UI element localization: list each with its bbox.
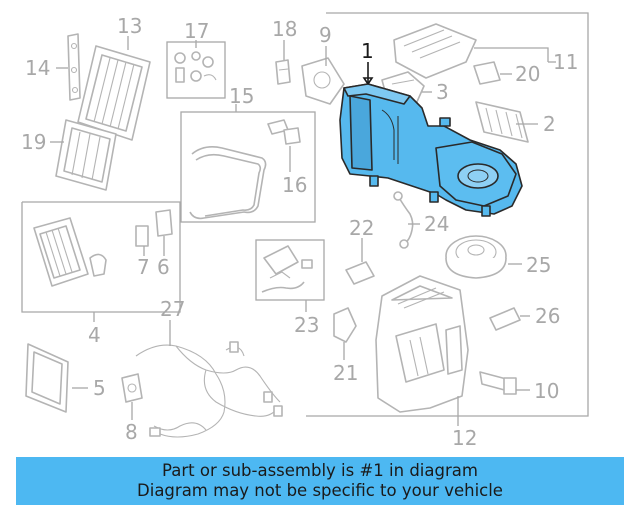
blower-motor-part-25 — [445, 235, 507, 279]
callout-11: 11 — [553, 50, 578, 74]
hvac-case-part-1-highlighted — [339, 83, 523, 217]
callout-25: 25 — [526, 253, 551, 277]
callout-15: 15 — [229, 84, 254, 108]
callout-6: 6 — [157, 255, 170, 279]
rod-part-24 — [393, 191, 414, 249]
heater-core-part-19 — [55, 119, 117, 191]
callout-8: 8 — [125, 420, 138, 444]
group-box-15 — [180, 111, 316, 223]
bracket-part-21 — [333, 307, 357, 343]
evaporator-core-part-13 — [77, 45, 151, 141]
callout-23: 23 — [294, 313, 319, 337]
hvac-case-side-panel — [349, 95, 373, 171]
callout-5: 5 — [93, 376, 106, 400]
gasket-part-9 — [301, 57, 345, 105]
group-box-23 — [255, 239, 325, 301]
sensor-part-10 — [479, 371, 517, 395]
info-banner: Part or sub-assembly is #1 in diagram Di… — [16, 457, 624, 505]
callout-22: 22 — [349, 216, 374, 240]
banner-line-2: Diagram may not be specific to your vehi… — [137, 481, 503, 500]
callout-4: 4 — [88, 323, 101, 347]
callout-21: 21 — [333, 361, 358, 385]
callout-7: 7 — [137, 255, 150, 279]
actuator-part-22 — [345, 261, 375, 285]
callout-17: 17 — [184, 19, 209, 43]
hvac-case-blower-opening — [457, 163, 499, 189]
group-box-4 — [21, 201, 181, 313]
callout-20: 20 — [515, 62, 540, 86]
hardware-part-17 — [174, 51, 217, 83]
callout-10: 10 — [534, 379, 559, 403]
sensor-part-16 — [267, 119, 301, 145]
lower-housing — [375, 275, 469, 413]
callout-27: 27 — [160, 297, 185, 321]
evaporator-assembly-part-4 — [33, 217, 107, 287]
callout-24: 24 — [424, 212, 449, 236]
banner-line-1: Part or sub-assembly is #1 in diagram — [162, 461, 478, 480]
bracket-part-14 — [67, 33, 81, 101]
clip-part-18 — [275, 59, 291, 85]
callout-2: 2 — [543, 112, 556, 136]
callout-14: 14 — [25, 56, 50, 80]
hoses-part-15 — [189, 146, 267, 220]
connector-part-26 — [489, 307, 521, 331]
assembly-frame-12 — [306, 12, 589, 417]
valve-part-7 — [135, 225, 149, 247]
callout-18: 18 — [272, 17, 297, 41]
cabin-filter-part-2 — [475, 101, 529, 143]
bracket-part-8 — [121, 373, 143, 403]
filter-frame-part-5 — [25, 343, 69, 413]
callout-13: 13 — [117, 14, 142, 38]
actuator-part-20 — [473, 61, 501, 85]
callout-12: 12 — [452, 426, 477, 450]
callout-26: 26 — [535, 304, 560, 328]
callout-16: 16 — [282, 173, 307, 197]
sensor-part-6 — [155, 209, 173, 237]
callout-1: 1 — [361, 39, 374, 63]
callout-3: 3 — [436, 80, 449, 104]
upper-duct-part-11 — [393, 23, 477, 79]
callout-9: 9 — [319, 23, 332, 47]
callout-19: 19 — [21, 130, 46, 154]
wiring-harness-part-27 — [135, 341, 283, 438]
actuator-part-23 — [261, 245, 313, 293]
